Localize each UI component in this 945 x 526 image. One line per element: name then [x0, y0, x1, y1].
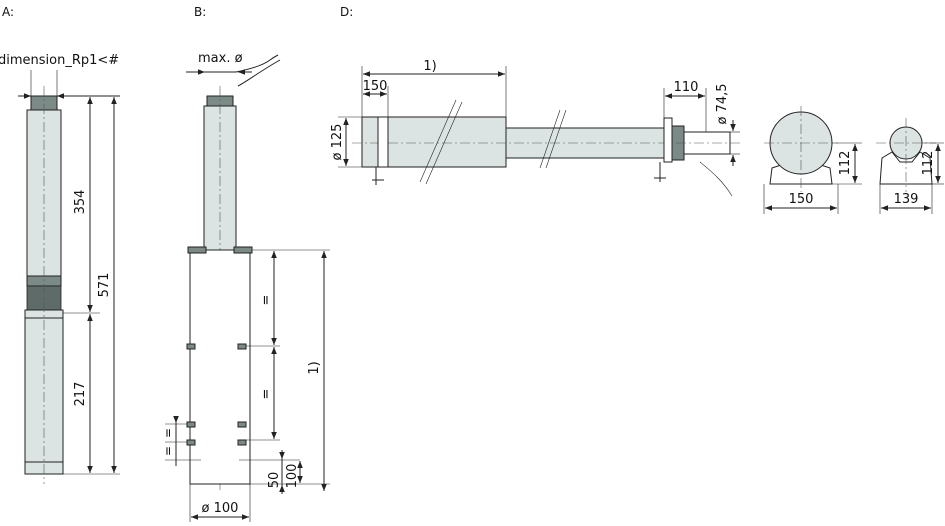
view-b-ref-1: 1) — [307, 361, 322, 374]
view-b-clamps — [186, 343, 247, 446]
view-d-dim-112-a: 112 — [838, 151, 853, 176]
view-b: B: max. ø = = — [161, 5, 330, 522]
view-b-spacing-1: = — [259, 295, 274, 306]
view-b-cable-note: max. ø — [198, 51, 243, 66]
view-d-dim-dia-125: ø 125 — [330, 124, 345, 161]
view-d-dim-dia-74-5: ø 74,5 — [715, 83, 730, 124]
view-a-dim-571: 571 — [97, 273, 112, 298]
view-d-dim-110: 110 — [674, 80, 699, 95]
view-a-label: A: — [2, 5, 14, 19]
view-b-spacing-3: = — [161, 428, 175, 438]
view-d-dim-112-b: 112 — [921, 151, 936, 176]
view-b-dim-dia-100: ø 100 — [202, 501, 239, 516]
view-d-dim-139: 139 — [894, 192, 919, 207]
view-a: A: dimension_Rp1<# 354 571 217 — [0, 5, 120, 484]
view-b-spacing-2: = — [259, 389, 274, 400]
view-d-dim-150-bottom: 150 — [789, 192, 814, 207]
view-d-support-right — [663, 117, 673, 163]
view-b-dim-50: 50 — [267, 472, 282, 489]
view-d-break-mark-2 — [539, 109, 567, 169]
view-a-dim-354: 354 — [73, 190, 88, 215]
view-d-end-view-small: 112 139 — [876, 118, 944, 214]
view-d-dim-150-left: 150 — [363, 79, 388, 94]
view-d-ref-1: 1) — [423, 59, 436, 74]
view-a-dim-217: 217 — [73, 382, 88, 407]
view-d-end-view-large: 112 150 — [763, 106, 862, 214]
view-b-cooling-shroud — [189, 249, 251, 485]
view-b-label: B: — [194, 5, 206, 19]
view-d: D: 1) 150 110 ø 74,5 — [330, 5, 944, 214]
view-d-break-mark-1 — [419, 99, 463, 185]
view-b-spacing-4: = — [161, 446, 175, 456]
view-a-connection-note: dimension_Rp1<# — [0, 53, 119, 68]
view-d-label: D: — [340, 5, 353, 19]
view-b-dim-100: 100 — [285, 464, 300, 489]
view-d-support-left — [377, 116, 389, 168]
